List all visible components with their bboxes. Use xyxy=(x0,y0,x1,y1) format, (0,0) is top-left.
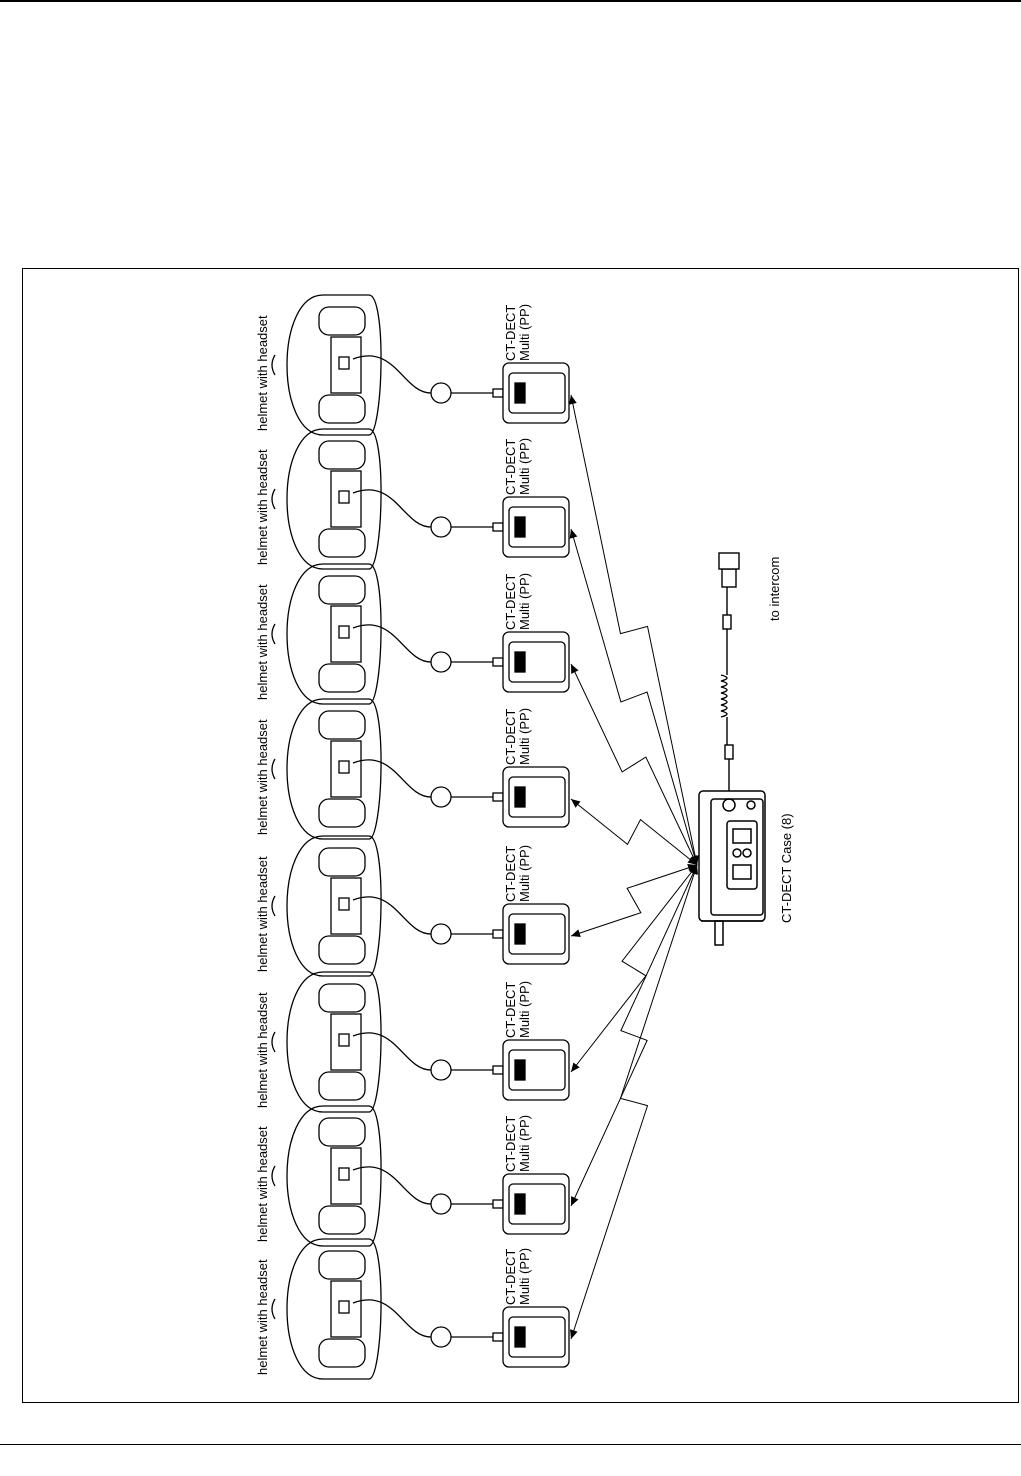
handset-label-line2: Multi (PP) xyxy=(517,708,532,765)
helmet-label: helmet with headset xyxy=(255,856,270,972)
arrowhead xyxy=(571,1196,579,1206)
arrowhead xyxy=(570,1329,578,1339)
handset-label-line2: Multi (PP) xyxy=(517,573,532,630)
ptt-button-icon xyxy=(430,1193,452,1215)
bottom-rule xyxy=(0,1444,1021,1445)
arrowhead xyxy=(690,865,698,875)
ptt-button-icon xyxy=(430,1059,452,1081)
arrowhead xyxy=(569,529,578,539)
helmet-icon xyxy=(271,428,382,570)
ptt-button-icon xyxy=(430,382,452,404)
base-station xyxy=(698,790,766,946)
handset-label-line1: CT-DECT xyxy=(503,305,518,361)
intercom-cable xyxy=(718,552,740,791)
handset-icon xyxy=(502,1306,570,1368)
radio-link xyxy=(570,394,698,866)
radio-link xyxy=(570,864,698,1073)
helmet-icon xyxy=(271,698,382,840)
arrowhead xyxy=(571,664,579,674)
arrowhead xyxy=(571,1062,580,1072)
helmet-label: helmet with headset xyxy=(255,992,270,1108)
radio-link xyxy=(570,663,698,866)
headset-cable xyxy=(352,1032,432,1071)
helmet-icon xyxy=(271,1238,382,1380)
handset-icon xyxy=(502,766,570,828)
headset-cable xyxy=(352,1166,432,1205)
ptt-button-icon xyxy=(430,516,452,538)
handset-icon xyxy=(502,1039,570,1101)
helmet-label: helmet with headset xyxy=(255,1126,270,1242)
helmet-label: helmet with headset xyxy=(255,719,270,835)
arrowhead xyxy=(571,799,581,808)
helmet-label: helmet with headset xyxy=(255,315,270,431)
handset-label-line1: CT-DECT xyxy=(503,574,518,630)
handset-label-line2: Multi (PP) xyxy=(517,981,532,1038)
helmet-icon xyxy=(271,835,382,977)
handset-label-line2: Multi (PP) xyxy=(517,1115,532,1172)
helmet-icon xyxy=(271,1105,382,1247)
handset-label-line1: CT-DECT xyxy=(503,709,518,765)
intercom-label: to intercom xyxy=(767,557,782,621)
radio-link xyxy=(570,864,698,1207)
arrowhead xyxy=(568,395,577,405)
helmet-label: helmet with headset xyxy=(255,584,270,700)
handset-icon xyxy=(502,631,570,693)
headset-cable xyxy=(352,896,432,935)
handset-label-line1: CT-DECT xyxy=(503,846,518,902)
handset-label-line1: CT-DECT xyxy=(503,1116,518,1172)
ptt-button-icon xyxy=(430,651,452,673)
helmet-icon xyxy=(271,294,382,436)
radio-link xyxy=(570,798,698,866)
handset-icon xyxy=(502,1173,570,1235)
handset-label-line2: Multi (PP) xyxy=(517,845,532,902)
helmet-icon xyxy=(271,563,382,705)
headset-cable xyxy=(352,624,432,663)
helmet-label: helmet with headset xyxy=(255,1259,270,1375)
handset-label-line2: Multi (PP) xyxy=(517,1248,532,1305)
top-rule xyxy=(0,0,1021,2)
base-station-label: CT-DECT Case (8) xyxy=(779,813,794,923)
ptt-button-icon xyxy=(430,786,452,808)
handset-icon xyxy=(502,496,570,558)
handset-icon xyxy=(502,362,570,424)
handset-label-line1: CT-DECT xyxy=(503,439,518,495)
arrowhead xyxy=(571,929,581,937)
handset-icon xyxy=(502,903,570,965)
handset-label-line1: CT-DECT xyxy=(503,982,518,1038)
ptt-button-icon xyxy=(430,923,452,945)
radio-link xyxy=(570,528,698,866)
handset-label-line2: Multi (PP) xyxy=(517,438,532,495)
headset-cable xyxy=(352,489,432,528)
arrowhead xyxy=(687,856,697,865)
headset-cable xyxy=(352,355,432,394)
helmet-label: helmet with headset xyxy=(255,449,270,565)
headset-cable xyxy=(352,1299,432,1338)
radio-link xyxy=(570,864,698,937)
ptt-button-icon xyxy=(430,1326,452,1348)
handset-label-line1: CT-DECT xyxy=(503,1249,518,1305)
handset-label-line2: Multi (PP) xyxy=(517,304,532,361)
radio-link xyxy=(570,864,698,1340)
headset-cable xyxy=(352,759,432,798)
helmet-icon xyxy=(271,971,382,1113)
